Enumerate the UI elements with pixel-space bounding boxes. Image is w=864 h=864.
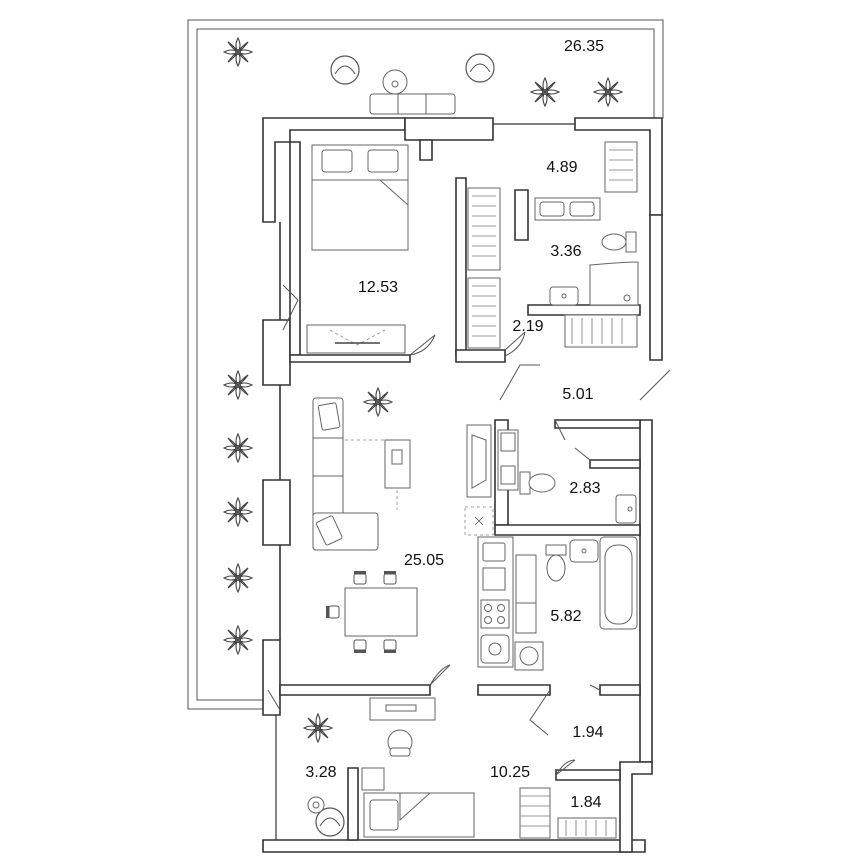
toilet-icon — [519, 471, 556, 495]
table-icon — [307, 796, 325, 814]
sink-icon — [480, 634, 510, 664]
plant-icon — [530, 77, 560, 107]
chair-icon — [383, 639, 397, 654]
bed-icon — [311, 144, 409, 251]
sink-icon — [615, 494, 637, 524]
plant-icon — [223, 563, 253, 593]
nightstand-icon — [361, 767, 385, 791]
tv-icon — [466, 424, 492, 498]
table-icon — [345, 439, 411, 510]
plant-icon — [223, 625, 253, 655]
chair-icon — [383, 570, 397, 585]
table-icon — [382, 69, 408, 95]
area-label-bathroom-2: 5.82 — [550, 608, 581, 625]
balcony-frame — [187, 19, 664, 710]
bathtub-icon — [599, 536, 638, 630]
plant-icon — [363, 387, 393, 417]
plant-icon — [223, 497, 253, 527]
area-label-balcony-top: 26.35 — [564, 38, 604, 55]
wardrobe-icon — [467, 141, 638, 349]
sink-icon — [549, 286, 579, 306]
area-label-closet: 2.19 — [512, 318, 543, 335]
sink-icon — [569, 539, 599, 563]
tv-icon — [306, 324, 406, 354]
doors — [267, 284, 671, 776]
toilet-icon — [545, 544, 567, 582]
area-label-balcony-bottom: 3.28 — [305, 764, 336, 781]
chair-icon — [353, 570, 367, 585]
sofa-icon — [369, 93, 456, 115]
sofa-icon — [312, 397, 379, 551]
area-label-bedroom-2: 10.25 — [490, 764, 530, 781]
interior-walls — [279, 139, 641, 841]
area-label-wardrobe-bottom: 1.84 — [570, 794, 601, 811]
plant-icon — [223, 370, 253, 400]
sink-icon — [534, 197, 601, 221]
area-label-bedroom-1: 12.53 — [358, 279, 398, 296]
dining-table-icon — [344, 587, 418, 637]
wardrobe-icon — [519, 787, 617, 839]
toilet-icon — [601, 231, 637, 253]
washing-machine-icon — [514, 641, 544, 671]
plant-icon — [593, 77, 623, 107]
plant-icon — [303, 713, 333, 743]
stove-icon — [480, 599, 510, 629]
chair-icon — [353, 639, 367, 654]
storage-icon — [497, 429, 519, 491]
plant-icon — [223, 433, 253, 463]
meter-icon — [464, 506, 494, 536]
armchair-icon — [465, 53, 495, 83]
area-label-living-room: 25.05 — [404, 552, 444, 569]
area-label-wardrobe-top: 4.89 — [546, 159, 577, 176]
chair-icon — [387, 729, 413, 757]
storage-icon — [515, 554, 537, 634]
chair-icon — [325, 605, 340, 619]
area-label-hall: 5.01 — [562, 386, 593, 403]
outer-walls — [262, 117, 663, 853]
area-label-bathroom-1: 3.36 — [550, 243, 581, 260]
shower-icon — [589, 261, 639, 306]
plant-icon — [223, 37, 253, 67]
desk-icon — [369, 697, 436, 721]
area-label-storage: 1.94 — [572, 724, 603, 741]
area-label-wc: 2.83 — [569, 480, 600, 497]
bed-icon — [363, 792, 475, 838]
armchair-icon — [330, 55, 360, 85]
